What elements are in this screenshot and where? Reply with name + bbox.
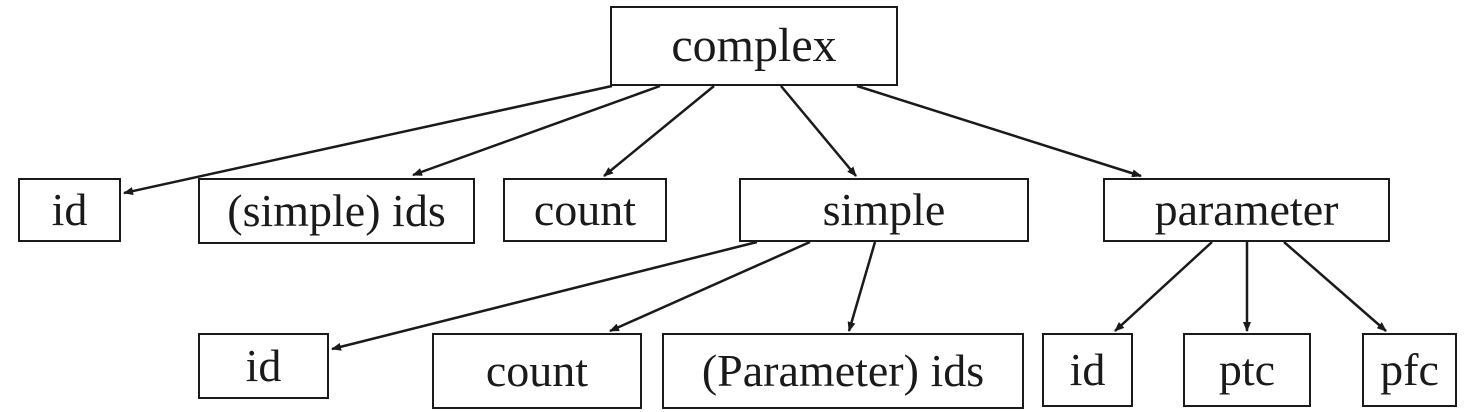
node-label: id xyxy=(1069,344,1106,395)
node-label: ptc xyxy=(1218,344,1276,395)
edge-complex-to-count-top xyxy=(603,85,715,177)
node-simple: simple xyxy=(739,178,1029,242)
node-parameter-id: id xyxy=(1042,333,1133,407)
node-label: (simple) ids xyxy=(227,185,446,236)
edge-complex-to-simple-ids xyxy=(412,84,661,177)
edge-simple-to-simple-count xyxy=(609,240,811,333)
node-label: pfc xyxy=(1380,344,1439,395)
edge-simple-to-parameter-ids xyxy=(847,241,877,332)
node-label: count xyxy=(485,345,589,396)
node-parameter: parameter xyxy=(1103,178,1390,242)
node-label: id xyxy=(51,184,88,235)
node-simple-ids: (simple) ids xyxy=(198,178,475,244)
node-label: (Parameter) ids xyxy=(701,345,985,396)
node-complex: complex xyxy=(610,6,898,86)
edge-group xyxy=(123,84,1387,351)
edge-simple-to-simple-id xyxy=(331,240,758,351)
edge-parameter-to-parameter-id xyxy=(1114,241,1213,332)
node-label: count xyxy=(533,184,637,235)
node-simple-id: id xyxy=(198,333,329,399)
edge-complex-to-simple xyxy=(780,85,857,177)
node-count: count xyxy=(503,178,667,242)
node-ptc: ptc xyxy=(1183,333,1311,407)
node-pfc: pfc xyxy=(1362,333,1457,407)
node-parameter-ids: (Parameter) ids xyxy=(662,333,1024,409)
node-simple-count: count xyxy=(432,333,642,409)
edge-complex-to-parameter xyxy=(856,84,1142,178)
node-label: parameter xyxy=(1154,184,1339,235)
edge-complex-to-id-top xyxy=(123,84,613,195)
node-label: complex xyxy=(671,19,837,72)
node-label: id xyxy=(245,340,282,391)
node-label: simple xyxy=(822,184,946,235)
node-id: id xyxy=(18,178,121,242)
edge-parameter-to-pfc xyxy=(1283,241,1387,332)
